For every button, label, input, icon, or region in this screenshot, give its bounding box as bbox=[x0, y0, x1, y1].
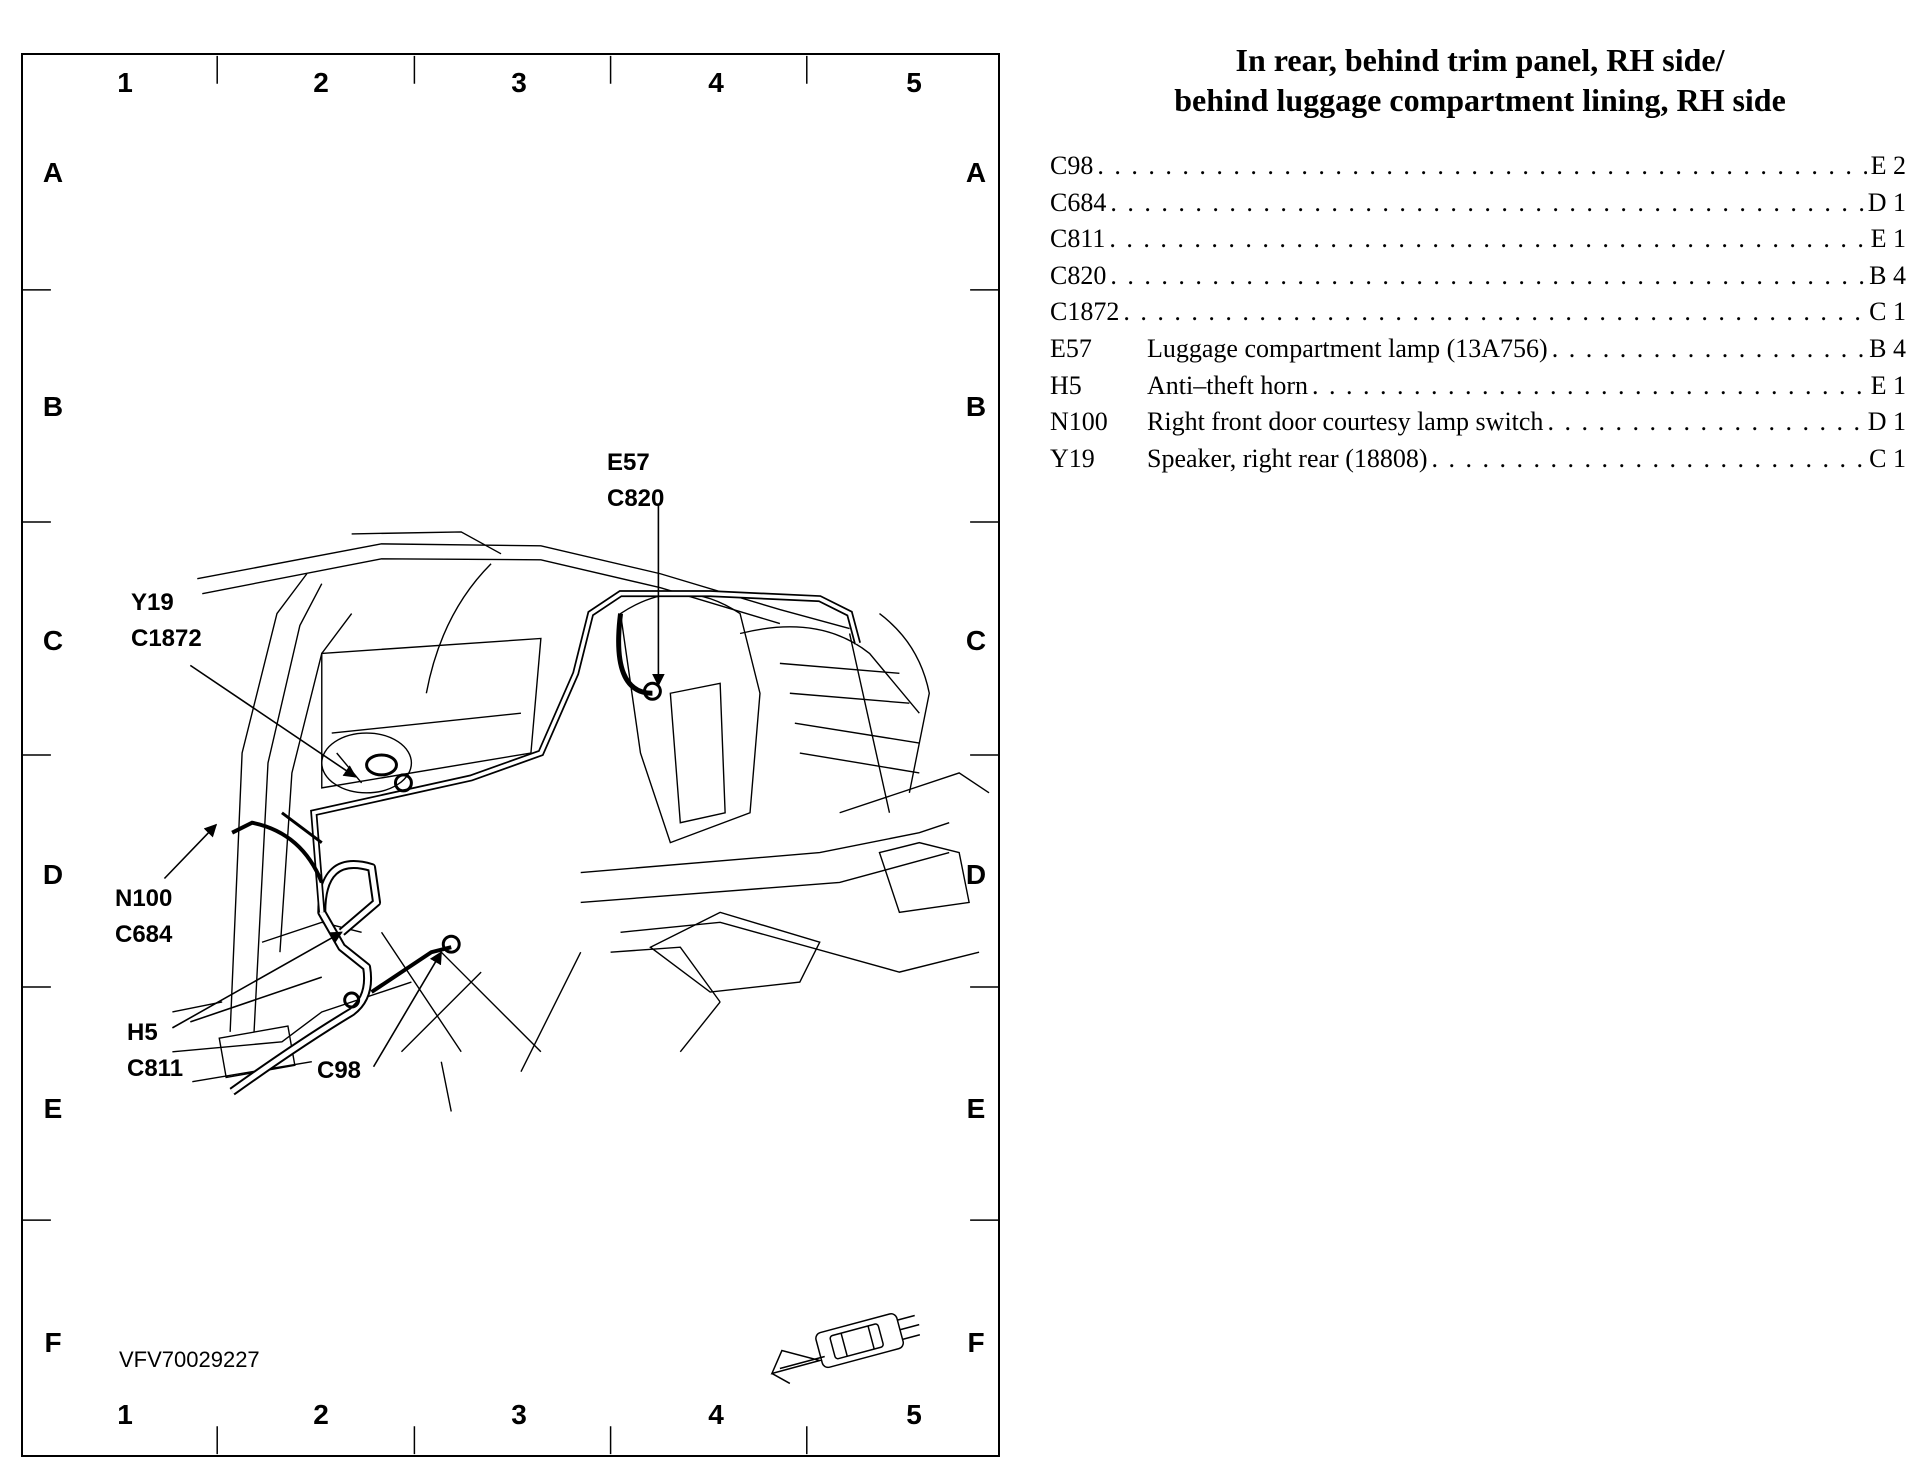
legend-code: C811 bbox=[1050, 224, 1106, 254]
legend-row: C820 B 4 bbox=[1050, 258, 1906, 295]
legend-code: N100 bbox=[1050, 407, 1108, 437]
figure-id: VFV70029227 bbox=[119, 1347, 260, 1372]
row-label: B bbox=[42, 391, 64, 422]
legend-code: C1872 bbox=[1050, 297, 1120, 327]
leader-dots bbox=[1547, 404, 1863, 441]
leader-dots bbox=[1110, 258, 1865, 295]
legend-location: E 1 bbox=[1870, 370, 1906, 400]
callout-y19: Y19 bbox=[131, 589, 174, 616]
callout-e57: E57 bbox=[607, 449, 650, 476]
legend-code: E57 bbox=[1050, 333, 1092, 363]
legend-code: C98 bbox=[1050, 151, 1094, 180]
legend-title-line: In rear, behind trim panel, RH side/ bbox=[1235, 42, 1725, 78]
callout-e57-c820: E57 C820 bbox=[607, 445, 664, 517]
wiring-illustration bbox=[23, 55, 998, 1455]
legend-description: Anti–theft horn bbox=[1147, 370, 1309, 400]
legend-location: C 1 bbox=[1869, 297, 1906, 327]
leader-dots bbox=[1097, 148, 1866, 185]
column-label: 2 bbox=[313, 67, 329, 98]
leader-dots bbox=[1552, 331, 1865, 368]
column-label: 5 bbox=[906, 67, 922, 98]
callout-h5-c811: H5 C811 bbox=[127, 1015, 183, 1087]
legend-row: C1872 C 1 bbox=[1050, 294, 1906, 331]
legend-location: B 4 bbox=[1869, 333, 1906, 363]
legend-row: N100 Right front door courtesy lamp swit… bbox=[1050, 404, 1906, 441]
column-label: 3 bbox=[511, 1399, 527, 1430]
callout-c684: C684 bbox=[115, 921, 173, 948]
column-label: 3 bbox=[511, 67, 527, 98]
column-label: 4 bbox=[708, 1399, 724, 1430]
row-label: C bbox=[42, 625, 64, 656]
leader-dots bbox=[1312, 368, 1867, 405]
row-label: F bbox=[44, 1327, 62, 1358]
legend-location: C 1 bbox=[1869, 443, 1906, 473]
legend-code: C684 bbox=[1050, 187, 1107, 217]
leader-dots bbox=[1432, 441, 1866, 478]
row-label: D bbox=[965, 859, 987, 890]
column-label: 4 bbox=[708, 67, 724, 98]
row-label: E bbox=[966, 1093, 986, 1124]
callout-c98-label: C98 bbox=[317, 1057, 362, 1084]
legend-code: H5 bbox=[1050, 370, 1082, 400]
legend-location: D 1 bbox=[1867, 407, 1906, 437]
legend-location: B 4 bbox=[1869, 260, 1906, 290]
legend-row: E57 Luggage compartment lamp (13A756) B … bbox=[1050, 331, 1906, 368]
legend-title-line: behind luggage compartment lining, RH si… bbox=[1174, 82, 1786, 118]
legend-code: C820 bbox=[1050, 260, 1107, 290]
legend-row: C98 E 2 bbox=[1050, 148, 1906, 185]
column-label: 2 bbox=[313, 1399, 329, 1430]
leader-dots bbox=[1123, 294, 1865, 331]
row-label: A bbox=[965, 157, 987, 188]
callout-c820: C820 bbox=[607, 485, 665, 512]
legend-title: In rear, behind trim panel, RH side/ beh… bbox=[1080, 40, 1880, 120]
callout-n100-c684: N100 C684 bbox=[115, 881, 172, 953]
legend-row: Y19 Speaker, right rear (18808) C 1 bbox=[1050, 441, 1906, 478]
legend-location: E 1 bbox=[1870, 224, 1906, 254]
callout-h5: H5 bbox=[127, 1019, 158, 1046]
row-label: E bbox=[43, 1093, 63, 1124]
row-label: C bbox=[965, 625, 987, 656]
row-label: B bbox=[965, 391, 987, 422]
legend-description: Luggage compartment lamp (13A756) bbox=[1147, 333, 1548, 363]
legend-location: E 2 bbox=[1870, 151, 1906, 180]
leader-dots bbox=[1110, 185, 1863, 222]
legend-row: C811 E 1 bbox=[1050, 221, 1906, 258]
legend-row: H5 Anti–theft horn E 1 bbox=[1050, 368, 1906, 405]
callout-c98: C98 bbox=[317, 1053, 361, 1089]
legend-description: Right front door courtesy lamp switch bbox=[1147, 407, 1544, 437]
callout-leaders bbox=[163, 504, 665, 1068]
legend-description: Speaker, right rear (18808) bbox=[1147, 443, 1428, 473]
row-label: F bbox=[967, 1327, 985, 1358]
legend-table: C98 E 2 C684 D 1 C811 E 1 C820 B 4 C1872… bbox=[1050, 148, 1906, 477]
callout-c811: C811 bbox=[127, 1055, 184, 1082]
column-label: 5 bbox=[906, 1399, 922, 1430]
legend-row: C684 D 1 bbox=[1050, 185, 1906, 222]
car-direction-icon bbox=[770, 1313, 921, 1385]
legend-code: Y19 bbox=[1050, 443, 1095, 473]
diagram-frame: 1 2 3 4 5 1 2 3 4 5 A B C D E F A B C D … bbox=[21, 53, 1000, 1457]
callout-y19-c1872: Y19 C1872 bbox=[131, 585, 202, 657]
callout-c1872: C1872 bbox=[131, 625, 202, 652]
legend-location: D 1 bbox=[1867, 187, 1906, 217]
row-label: A bbox=[42, 157, 64, 188]
leader-dots bbox=[1109, 221, 1866, 258]
column-label: 1 bbox=[117, 67, 133, 98]
wiring-harness bbox=[229, 590, 861, 1096]
grid-ticks bbox=[23, 55, 998, 1455]
row-label: D bbox=[42, 859, 64, 890]
column-label: 1 bbox=[117, 1399, 133, 1430]
callout-n100: N100 bbox=[115, 885, 173, 912]
